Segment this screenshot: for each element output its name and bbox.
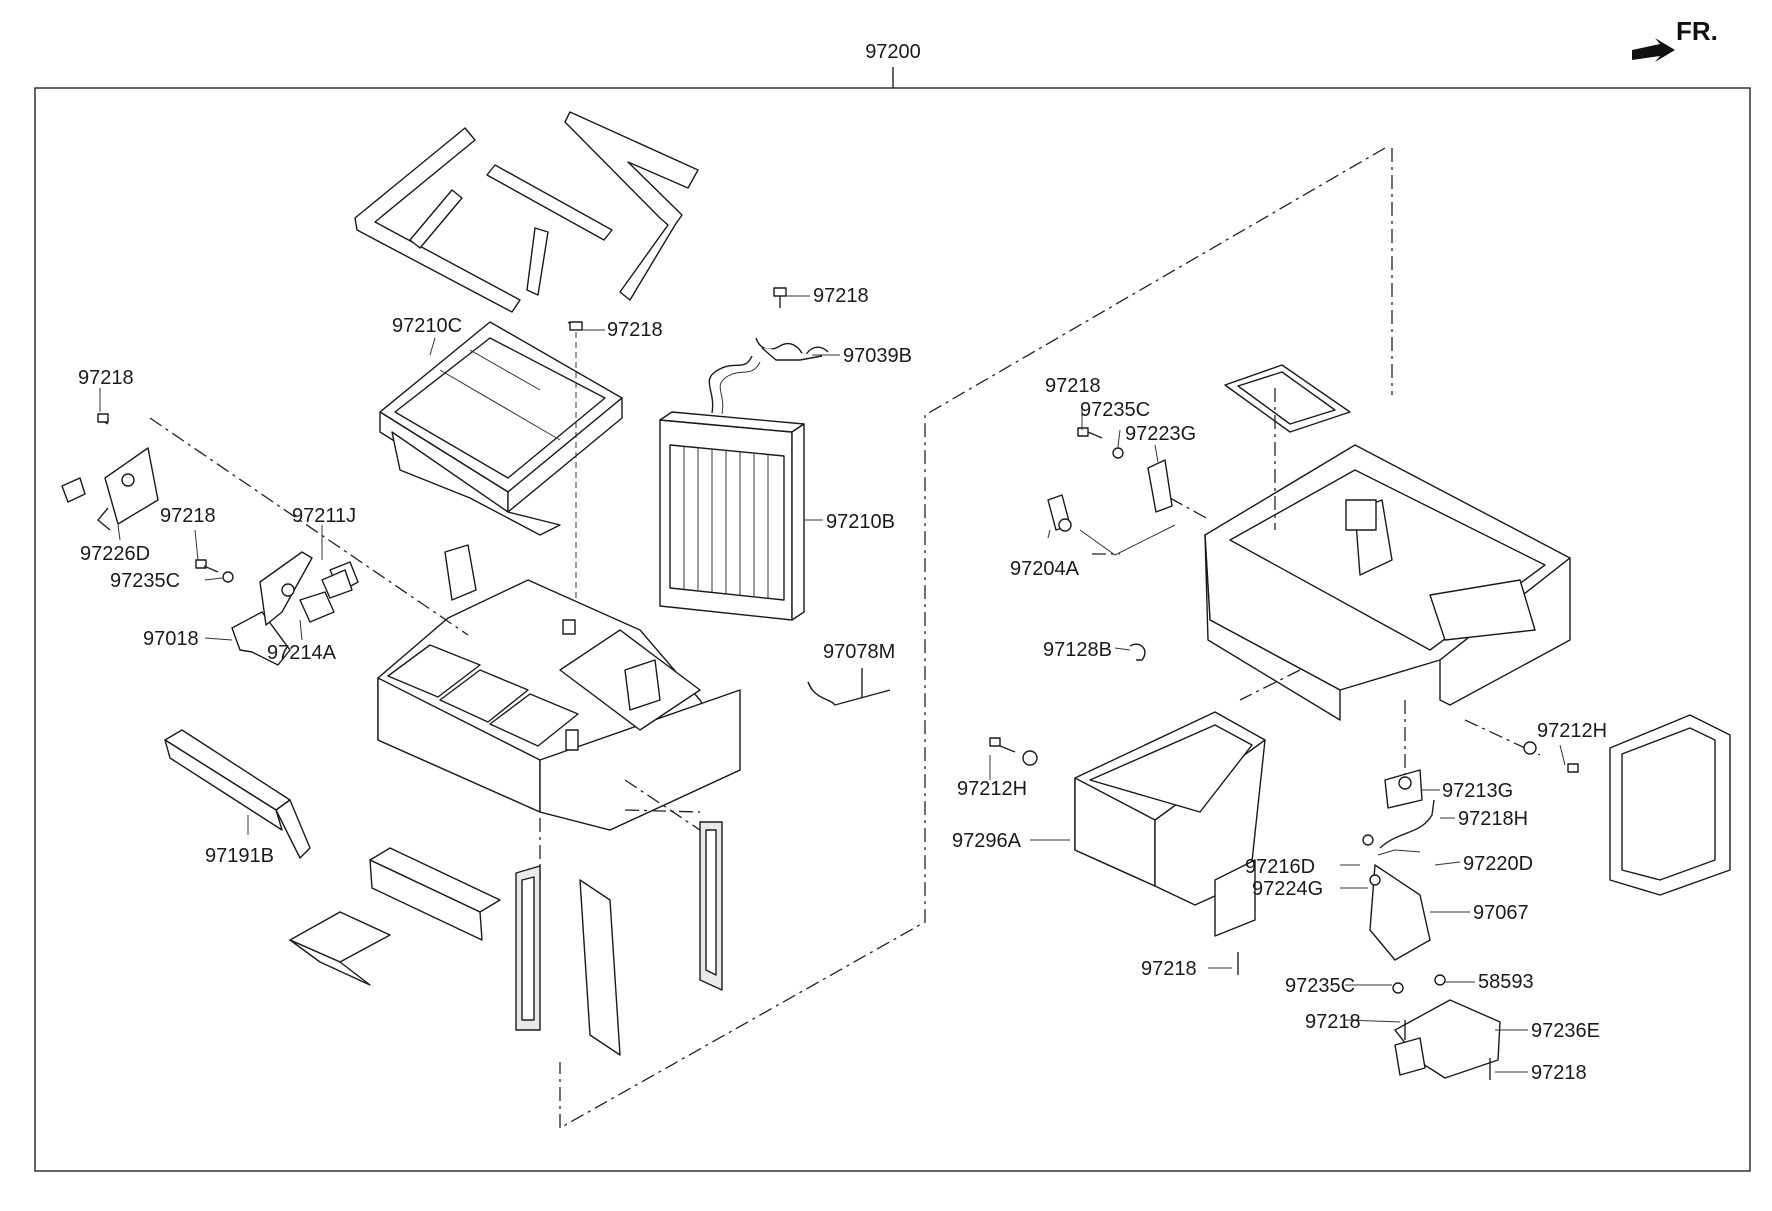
callout-97067: 97067: [1473, 902, 1529, 924]
callout-97218h: 97218H: [1458, 808, 1528, 830]
callout-97218: 97218: [1305, 1011, 1361, 1033]
alignment-line: [1464, 719, 1541, 756]
heater-core-97210b: [659, 355, 805, 621]
callout-97224g: 97224G: [1252, 878, 1323, 900]
screw-icon: [1077, 427, 1103, 439]
blower-case-97296a: [1074, 711, 1266, 937]
callout-97218: 97218: [160, 505, 216, 527]
section-boundary-line: [559, 147, 1386, 1130]
front-indicator-label: FR.: [1676, 16, 1718, 46]
callout-97218: 97218: [813, 285, 869, 307]
grommet-97212h-right: [1523, 741, 1579, 773]
alignment-line: [624, 809, 701, 813]
assembly-number-label: 97200: [865, 41, 921, 63]
pipe-clip-97039b: [755, 337, 829, 361]
actuator-gear-97214a: [299, 591, 335, 623]
callout-97296a: 97296A: [952, 830, 1022, 852]
washer-icon: [1362, 834, 1446, 994]
callout-leaders: [99, 295, 1566, 1073]
door-assembly-lower: [289, 821, 723, 1056]
callout-97212h: 97212H: [1537, 720, 1607, 742]
shaft-97204a: [1047, 494, 1176, 556]
callout-97235c: 97235C: [1285, 975, 1355, 997]
mode-actuator-97226d: [61, 447, 159, 531]
callout-97236e: 97236E: [1531, 1020, 1600, 1042]
filter-cover-97191b: [164, 729, 311, 859]
callout-97191b: 97191B: [205, 845, 274, 867]
duct-housing-97210c: [379, 321, 623, 536]
actuator-gear-97211j: [321, 561, 359, 599]
screw-icon: [773, 287, 787, 308]
callout-97210b: 97210B: [826, 511, 895, 533]
callout-97218: 97218: [1045, 375, 1101, 397]
callout-97210c: 97210C: [392, 315, 462, 337]
callout-97039b: 97039B: [843, 345, 912, 367]
callout-97204a: 97204A: [1010, 558, 1080, 580]
screw-icon: [1237, 952, 1491, 1080]
sensor-wire-97078m: [807, 668, 891, 706]
blower-housing-lower: [1204, 444, 1571, 721]
actuator-97236e: [1394, 999, 1501, 1079]
callout-58593: 58593: [1478, 971, 1534, 993]
callout-97218: 97218: [78, 367, 134, 389]
callout-97212h: 97212H: [957, 778, 1027, 800]
foam-seal-set: [354, 111, 699, 313]
alignment-line: [624, 779, 701, 831]
wire-97220d: [1379, 799, 1435, 849]
callout-97226d: 97226D: [80, 543, 150, 565]
callout-97218: 97218: [1141, 958, 1197, 980]
callout-97216d: 97216D: [1245, 856, 1315, 878]
filter-frame-right: [1609, 714, 1731, 896]
callout-97128b: 97128B: [1043, 639, 1112, 661]
callout-97218: 97218: [607, 319, 663, 341]
callout-97078m: 97078M: [823, 641, 895, 663]
callout-97235c: 97235C: [110, 570, 180, 592]
actuator-97067: [1369, 769, 1431, 961]
air-filter-frame: [1224, 364, 1351, 433]
front-arrow-icon: [1632, 38, 1675, 62]
heater-housing-main: [377, 544, 741, 831]
washer-icon: [1112, 447, 1124, 459]
grommet-97212h-left: [989, 737, 1038, 766]
alignment-line: [149, 417, 469, 636]
screw-icon: [97, 413, 109, 425]
bracket-97223g: [1147, 459, 1173, 513]
callout-97018: 97018: [143, 628, 199, 650]
callout-97223g: 97223G: [1125, 423, 1196, 445]
callout-97213g: 97213G: [1442, 780, 1513, 802]
screw-icon: [195, 559, 219, 573]
callout-97214a: 97214A: [267, 642, 337, 664]
callout-97235c: 97235C: [1080, 399, 1150, 421]
clip-97128b: [1129, 643, 1146, 661]
callout-97220d: 97220D: [1463, 853, 1533, 875]
callout-97211j: 97211J: [292, 505, 356, 527]
callout-97218: 97218: [1531, 1062, 1587, 1084]
washer-icon: [222, 571, 234, 583]
alignment-line: [1169, 497, 1211, 521]
link-lever-97018: [231, 551, 313, 666]
alignment-line: [1239, 669, 1301, 701]
